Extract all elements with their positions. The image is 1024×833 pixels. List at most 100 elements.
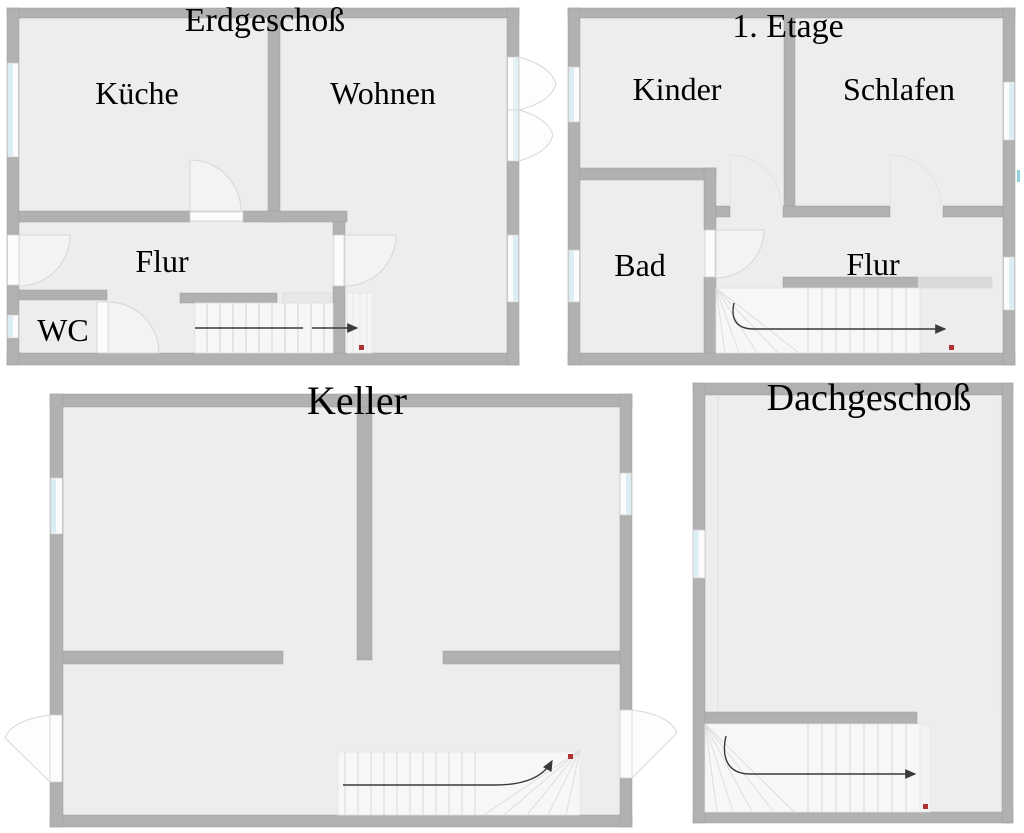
stair-opening-sill — [917, 276, 993, 289]
window — [568, 249, 580, 303]
room-label-wc: WC — [37, 312, 89, 348]
wall-segment — [567, 7, 581, 366]
floorplan-etage1: 1. Etage Kinder Schlafen Bad Flur — [567, 4, 1024, 366]
door-swing — [729, 154, 782, 207]
window — [7, 314, 19, 339]
wall-segment — [704, 711, 918, 725]
door-swing — [189, 159, 242, 212]
floor-title: Keller — [307, 378, 407, 423]
window — [692, 529, 706, 579]
wall-segment — [703, 276, 717, 354]
stair-winder-treads — [704, 723, 795, 813]
erdgeschoss-geometry — [6, 7, 557, 366]
window-glass — [569, 68, 574, 121]
door-swing — [18, 234, 71, 287]
window — [7, 62, 19, 158]
window-glass — [513, 111, 518, 160]
stair-direction-arrow — [732, 302, 947, 334]
window-glass — [513, 58, 518, 109]
wall-segment — [332, 221, 346, 236]
stair-start-marker — [949, 345, 954, 350]
staircase — [715, 287, 921, 354]
door-sill — [96, 301, 109, 354]
stair-treads — [352, 293, 368, 353]
window-glass — [8, 316, 13, 337]
room-label-bad: Bad — [614, 247, 666, 283]
wall-segment — [18, 289, 108, 301]
wall-segment — [703, 167, 717, 231]
floorplan-keller: Keller — [0, 381, 690, 833]
etage1-geometry — [567, 7, 1020, 366]
door-swing — [889, 154, 942, 207]
stair-start-marker — [568, 754, 573, 759]
staircase — [337, 749, 581, 816]
stair-winder-treads — [715, 287, 800, 354]
stair-opening-sill — [282, 292, 332, 304]
wall-segment — [692, 811, 1014, 824]
wall-segment — [782, 205, 891, 218]
stair-start-marker — [359, 345, 364, 350]
wall-segment — [6, 352, 520, 366]
door-swing — [344, 234, 397, 287]
door-swing — [518, 56, 557, 111]
wall-segment — [18, 210, 191, 223]
room-label-wohnen: Wohnen — [330, 75, 436, 111]
window — [619, 472, 632, 516]
window — [507, 234, 519, 303]
stair-direction-arrow — [723, 735, 917, 779]
dachgeschoss-geometry — [692, 382, 1014, 824]
wall-segment — [942, 205, 1004, 218]
wall-segment — [442, 650, 621, 665]
door-swing — [631, 709, 678, 780]
window-glass — [569, 251, 574, 301]
wall-segment — [692, 382, 706, 824]
window-glass — [1009, 258, 1014, 309]
door-swing — [715, 229, 765, 279]
stair-winder-treads — [483, 749, 581, 816]
room-label-kueche: Küche — [95, 75, 179, 111]
wall-segment — [715, 205, 731, 218]
wall-segment — [179, 292, 278, 304]
window — [1003, 81, 1015, 141]
door-sill — [704, 229, 716, 278]
wall-segment — [49, 814, 633, 828]
wall-segment — [62, 650, 284, 665]
wall-segment — [1002, 7, 1016, 366]
wall-segment — [1001, 382, 1014, 824]
wall-segment — [332, 285, 346, 354]
room-label-schlafen: Schlafen — [843, 71, 955, 107]
wall-segment — [783, 17, 796, 218]
floor-title: Erdgeschoß — [184, 2, 346, 39]
room-label-kinder: Kinder — [632, 71, 722, 107]
wall-segment — [267, 17, 281, 223]
window-glass — [693, 531, 699, 577]
wall-segment — [579, 167, 717, 181]
door-sill — [189, 211, 244, 222]
window — [568, 66, 580, 123]
room-label-flur: Flur — [846, 246, 900, 282]
stair-treads — [807, 724, 907, 812]
floor-title: 1. Etage — [732, 8, 844, 45]
stair-treads — [344, 752, 476, 815]
door-swing — [107, 301, 160, 354]
door-sill — [333, 234, 345, 287]
wall-segment — [356, 406, 373, 661]
window — [1003, 256, 1015, 311]
stair-start-marker — [923, 804, 928, 809]
stair-opening-sill — [919, 723, 931, 813]
stair-treads — [807, 288, 907, 353]
window-glass — [626, 474, 631, 514]
floorplan-dachgeschoss: Dachgeschoß — [688, 377, 1024, 824]
door-sill — [7, 234, 20, 286]
window-glass — [1009, 83, 1014, 139]
window — [50, 477, 63, 535]
entrance-door — [507, 56, 557, 162]
room-label-flur: Flur — [135, 243, 189, 279]
window-glass — [51, 479, 56, 533]
door-swing — [4, 714, 51, 784]
floor-title: Dachgeschoß — [766, 377, 972, 419]
wall-segment — [567, 352, 1016, 366]
wall-segment — [242, 210, 348, 223]
window-glass — [8, 64, 13, 156]
